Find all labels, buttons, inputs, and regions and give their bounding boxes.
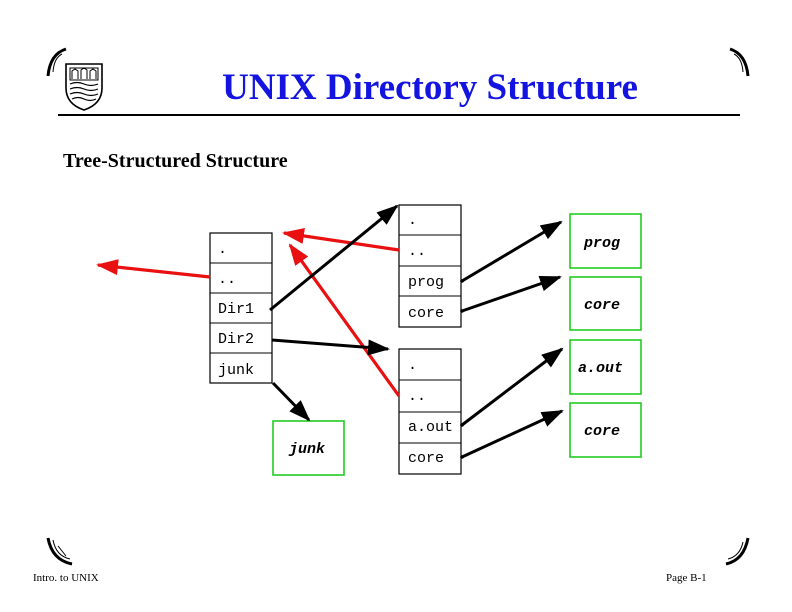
svg-text:prog: prog [583, 235, 620, 252]
arrow-prog [461, 220, 563, 283]
corner-mark-icon [46, 47, 67, 77]
root-entry: junk [218, 362, 254, 379]
root-entry: Dir2 [218, 331, 254, 348]
parent-link-root [96, 259, 211, 279]
dir1-entry: .. [408, 243, 426, 260]
arrow-dir1 [269, 204, 399, 312]
footer-page-number: Page B-1 [666, 572, 707, 584]
dir2-entry: a.out [408, 419, 453, 436]
root-entry: . [218, 241, 227, 258]
dir1-entry: . [408, 212, 417, 229]
file-aout: a.out [569, 339, 642, 395]
parent-link-dir1 [282, 228, 400, 252]
dir2-entry: core [408, 450, 444, 467]
root-entry: Dir1 [218, 301, 254, 318]
dir2-directory: . .. a.out core [398, 348, 462, 475]
parent-link-dir2 [288, 243, 401, 397]
corner-mark-icon [46, 537, 73, 566]
dir2-entry: .. [408, 388, 426, 405]
svg-text:core: core [584, 297, 620, 314]
arrow-aout [461, 347, 564, 427]
file-core-1: core [569, 276, 642, 331]
slide-title: UNIX Directory Structure [222, 67, 638, 108]
dir1-entry: core [408, 305, 444, 322]
dir1-directory: . .. prog core [398, 204, 462, 328]
svg-text:core: core [584, 423, 620, 440]
svg-text:junk: junk [288, 441, 326, 458]
footer-course: Intro. to UNIX [33, 572, 99, 584]
dir2-entry: . [408, 357, 417, 374]
corner-mark-icon [729, 47, 750, 77]
arrow-junk [271, 381, 311, 422]
arrow-core-2 [461, 409, 564, 459]
university-crest-icon [65, 63, 103, 111]
root-directory: . .. Dir1 Dir2 junk [209, 232, 273, 384]
root-entry: .. [218, 271, 236, 288]
title-rule [58, 114, 740, 116]
svg-text:a.out: a.out [578, 360, 623, 377]
corner-mark-icon [725, 537, 750, 566]
arrow-core-1 [461, 275, 562, 313]
file-prog: prog [569, 213, 642, 269]
file-junk: junk [272, 420, 345, 476]
arrow-dir2 [271, 338, 390, 356]
dir1-entry: prog [408, 274, 444, 291]
file-core-2: core [569, 402, 642, 458]
slide-subtitle: Tree-Structured Structure [63, 150, 288, 172]
